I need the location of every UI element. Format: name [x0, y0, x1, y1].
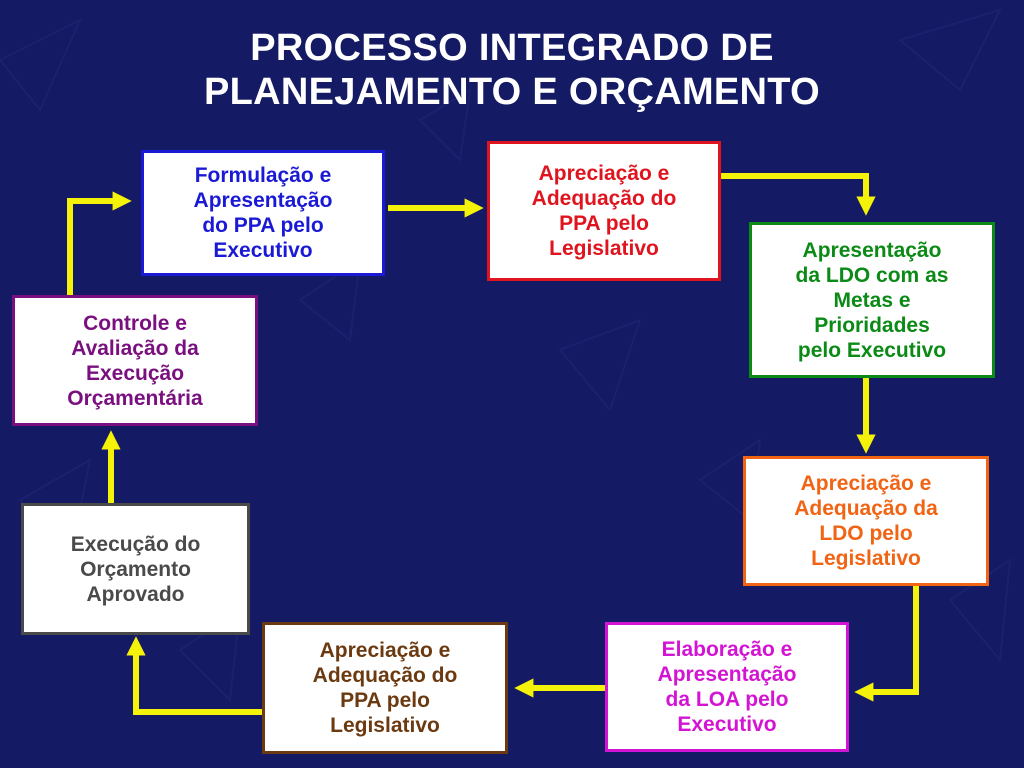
- step-controle: Controle e Avaliação da Execução Orçamen…: [12, 295, 258, 426]
- step-ppa-formulacao-text: Formulação e Apresentação do PPA pelo Ex…: [193, 164, 333, 262]
- step-ppa-formulacao: Formulação e Apresentação do PPA pelo Ex…: [141, 150, 385, 276]
- step-execucao-text: Execução do Orçamento Aprovado: [70, 532, 201, 606]
- step-loa-apreciacao-text: Apreciação e Adequação do PPA pelo Legis…: [312, 639, 458, 737]
- step-loa-apreciacao: Apreciação e Adequação do PPA pelo Legis…: [262, 622, 508, 754]
- step-ppa-apreciacao-text: Apreciação e Adequação do PPA pelo Legis…: [531, 162, 677, 260]
- title-line-1: PROCESSO INTEGRADO DE: [250, 27, 774, 69]
- step-controle-text: Controle e Avaliação da Execução Orçamen…: [67, 311, 203, 410]
- step-ldo-apreciacao-text: Apreciação e Adequação da LDO pelo Legis…: [794, 472, 938, 570]
- step-ldo-apresentacao: Apresentação da LDO com as Metas e Prior…: [749, 222, 995, 378]
- page-title: PROCESSO INTEGRADO DE PLANEJAMENTO E ORÇ…: [0, 26, 1024, 114]
- step-loa-elaboracao-text: Elaboração e Apresentação da LOA pelo Ex…: [657, 638, 797, 736]
- step-ldo-apresentacao-text: Apresentação da LDO com as Metas e Prior…: [795, 238, 949, 362]
- title-line-2: PLANEJAMENTO E ORÇAMENTO: [204, 71, 820, 113]
- step-loa-elaboracao: Elaboração e Apresentação da LOA pelo Ex…: [605, 622, 849, 752]
- step-ldo-apreciacao: Apreciação e Adequação da LDO pelo Legis…: [743, 456, 989, 586]
- step-ppa-apreciacao: Apreciação e Adequação do PPA pelo Legis…: [487, 141, 721, 281]
- step-execucao: Execução do Orçamento Aprovado: [21, 503, 250, 635]
